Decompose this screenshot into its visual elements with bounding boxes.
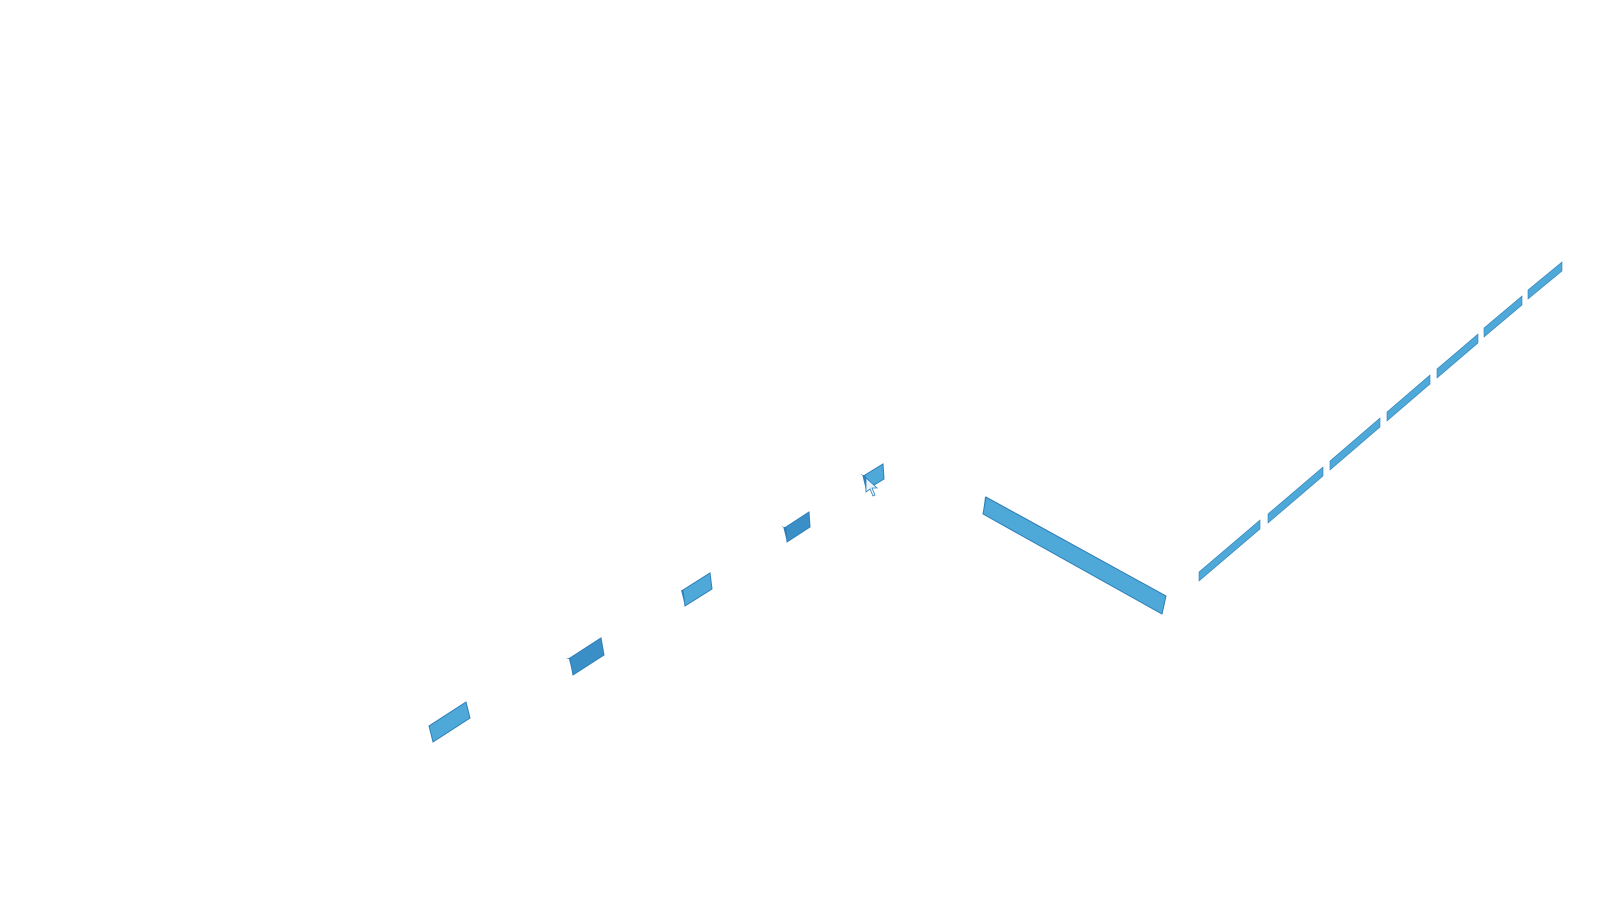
tile-face bbox=[785, 511, 811, 543]
dash-segment bbox=[1267, 466, 1324, 524]
tile-face bbox=[569, 637, 605, 676]
tile-face bbox=[428, 701, 471, 743]
dash-segment bbox=[1386, 374, 1431, 422]
dash-segment bbox=[1198, 519, 1261, 582]
cursor-icon bbox=[865, 477, 879, 497]
long-bar-side bbox=[983, 497, 986, 514]
long-bar-group bbox=[982, 496, 1167, 615]
dash-segment bbox=[1527, 261, 1563, 300]
dash-segment bbox=[1329, 417, 1381, 471]
dash-segments-group bbox=[1198, 261, 1563, 582]
tile-face bbox=[682, 572, 713, 607]
dash-segment bbox=[1436, 333, 1479, 379]
dash-segment bbox=[1483, 295, 1523, 338]
marker-group bbox=[865, 477, 879, 497]
